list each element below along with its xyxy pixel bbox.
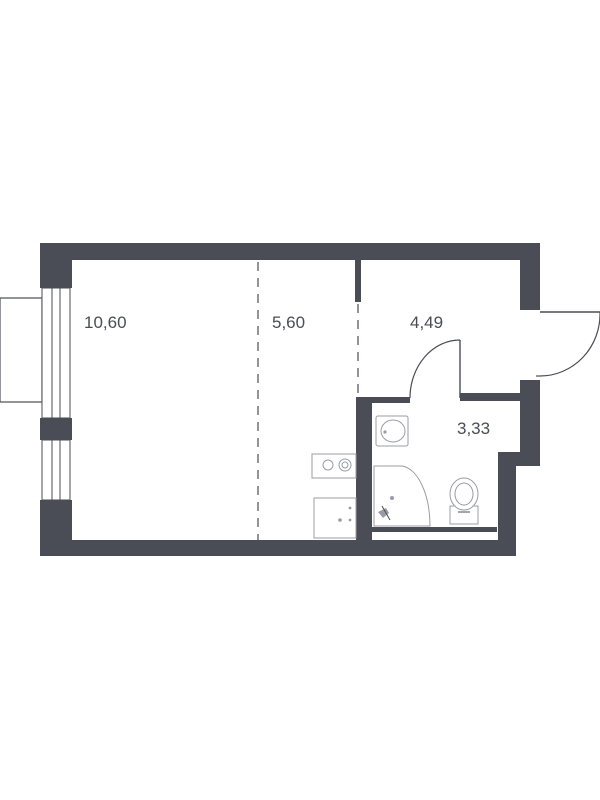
room-area-hall: 4,49 — [410, 313, 443, 332]
bathroom-door — [409, 339, 461, 399]
shower-tray — [373, 465, 431, 527]
window-lower — [41, 439, 71, 501]
outer-walls — [40, 243, 540, 556]
balcony — [0, 297, 43, 403]
entrance-door — [536, 311, 600, 377]
kitchen-stove — [311, 453, 357, 479]
toilet — [449, 477, 479, 525]
room-area-living: 10,60 — [84, 313, 127, 332]
room-area-bathroom: 3,33 — [457, 419, 490, 438]
kitchen-sink — [313, 497, 357, 539]
window-upper — [41, 287, 71, 419]
room-area-kitchen: 5,60 — [272, 313, 305, 332]
washbasin — [375, 415, 409, 447]
interior-walls — [355, 258, 522, 542]
